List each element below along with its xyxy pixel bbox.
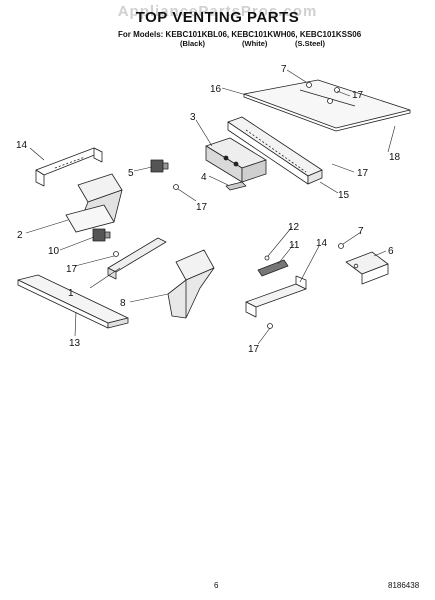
part-motor-block (205, 137, 267, 183)
models-line: For Models: KEBC101KBL06, KEBC101KWH06, … (118, 30, 362, 39)
callout-labels: 1 2 3 4 5 6 7 7 8 10 11 12 13 14 14 15 1… (16, 64, 401, 355)
callout-12: 12 (288, 222, 300, 233)
callout-17-d: 17 (66, 264, 78, 275)
part-duct-channel (227, 116, 323, 185)
callout-17-e: 17 (248, 344, 260, 355)
callout-1-label: 1 (68, 288, 74, 299)
part-terminal-block (257, 255, 289, 277)
variant-black: (Black) (180, 39, 206, 48)
part-vent-bracket (167, 249, 215, 319)
watermark: AppliancePartsPros.com (117, 3, 318, 20)
callout-17-b: 17 (357, 168, 369, 179)
part-duct-housing (65, 173, 123, 233)
variant-steel: (S.Steel) (295, 39, 326, 48)
callout-6: 6 (388, 246, 394, 257)
page-title: TOP VENTING PARTS (135, 9, 300, 26)
callout-13: 13 (69, 338, 81, 349)
document-number: 8186438 (388, 581, 420, 590)
callout-7-top: 7 (281, 64, 287, 75)
page-number: 6 (214, 581, 219, 590)
callout-17-a: 17 (352, 90, 364, 101)
part-screw-14 (267, 323, 273, 329)
callout-7-right: 7 (358, 226, 364, 237)
variant-white: (White) (242, 39, 268, 48)
part-bracket-right (245, 275, 307, 318)
callout-14-left: 14 (16, 140, 28, 151)
part-flat-duct (107, 237, 167, 280)
callout-4: 4 (201, 172, 207, 183)
callout-11: 11 (289, 240, 300, 251)
callout-16: 16 (210, 84, 222, 95)
part-bracket-left (35, 147, 103, 187)
callout-17-c: 17 (196, 202, 208, 213)
part-vent-cover-plate (243, 79, 411, 132)
part-connector (225, 181, 247, 191)
part-small-bracket (345, 251, 389, 285)
callout-2: 2 (17, 230, 23, 241)
callout-18: 18 (389, 152, 401, 163)
callout-14-right: 14 (316, 238, 328, 249)
callout-3: 3 (190, 112, 196, 123)
part-screw-5 (173, 184, 179, 190)
part-trim-strip (17, 274, 129, 329)
part-switch (150, 159, 169, 173)
callout-10: 10 (48, 246, 60, 257)
callout-8: 8 (120, 298, 126, 309)
callout-5: 5 (128, 168, 134, 179)
part-screw-7 (338, 243, 344, 249)
part-switch-lower (92, 228, 111, 242)
part-screw-10 (113, 251, 119, 257)
callout-15: 15 (338, 190, 350, 201)
leader-lines (25, 69, 396, 345)
